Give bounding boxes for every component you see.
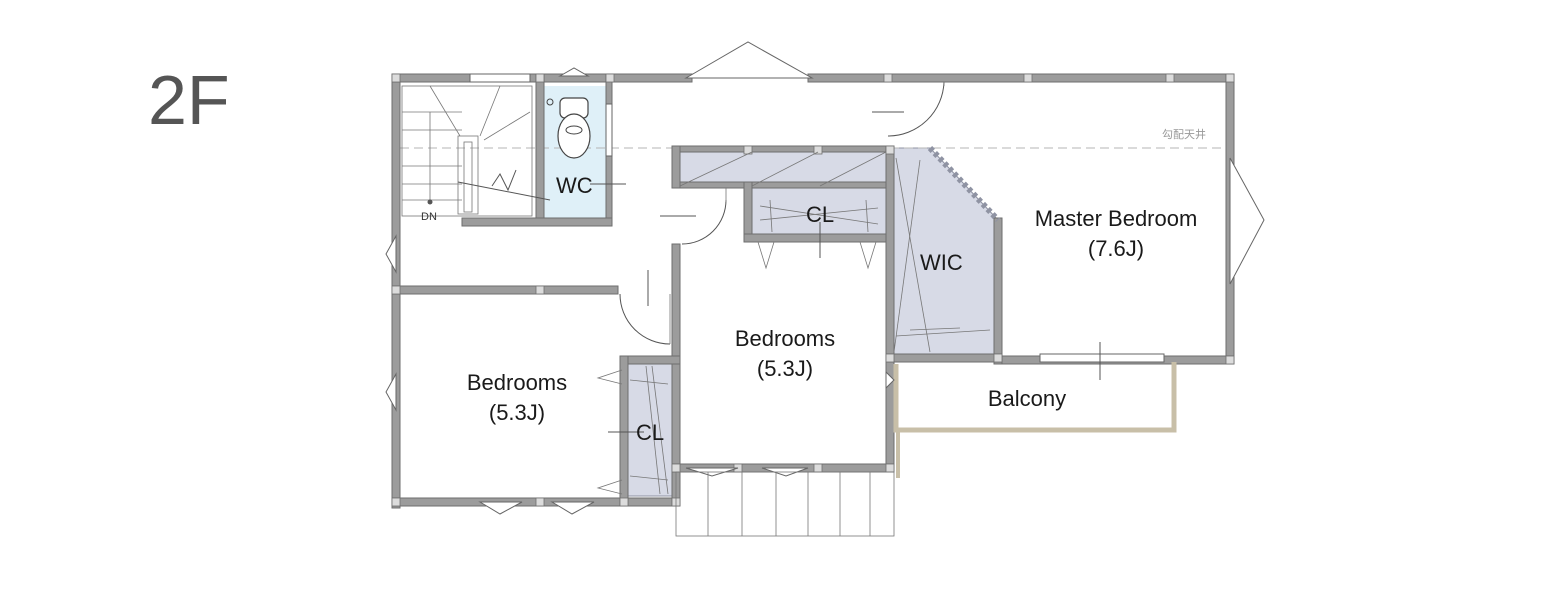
- room-label-wic: WIC: [920, 250, 963, 275]
- wall-closet-upper-south: [743, 233, 893, 243]
- wall-wic-angled: [927, 145, 1001, 223]
- wall-closet-lower-north: [619, 355, 681, 365]
- wall-stair-east: [535, 73, 545, 225]
- wall-hall-shelf: [671, 181, 893, 189]
- room-size-bedroom-center: (5.3J): [757, 356, 813, 381]
- closet-upper-hangers: [679, 151, 887, 270]
- closet-lower-hangers: [596, 365, 669, 495]
- room-label-closet-lower: CL: [636, 420, 664, 445]
- windows: [385, 41, 1265, 515]
- sloped-ceiling-label: 勾配天井: [1162, 127, 1206, 141]
- wall-bedroom-center-east: [885, 145, 895, 473]
- doors: [619, 81, 945, 345]
- room-label-balcony: Balcony: [988, 386, 1066, 411]
- wall-wic-east: [993, 217, 1003, 365]
- room-label-closet-upper: CL: [806, 202, 834, 227]
- room-label-bedroom-left: Bedrooms: [467, 370, 567, 395]
- wall-hall-shelf-west: [671, 145, 681, 189]
- fixture-ticks: [590, 111, 1101, 433]
- lower-deck: [675, 471, 895, 537]
- wall-stair-south: [461, 217, 613, 227]
- room-label-master-bedroom: Master Bedroom: [1035, 206, 1198, 231]
- wall-hall-north: [671, 145, 893, 153]
- hall-shelf-area: [679, 149, 887, 187]
- staircase: DN: [401, 85, 551, 223]
- floor-label: 2F: [148, 61, 230, 139]
- room-label-bedroom-center: Bedrooms: [735, 326, 835, 351]
- stair-direction-label: DN: [421, 211, 437, 223]
- room-label-wc: WC: [556, 173, 593, 198]
- wall-closet-lower-west: [619, 355, 629, 507]
- wic-hangers: [893, 157, 991, 353]
- room-size-master-bedroom: (7.6J): [1088, 236, 1144, 261]
- room-size-bedroom-left: (5.3J): [489, 400, 545, 425]
- balcony: [885, 362, 1177, 478]
- wall-closet-upper-west: [743, 181, 753, 243]
- toilet-icon: [546, 97, 591, 159]
- wall-bedroom-left-north: [391, 285, 619, 295]
- wall-wic-south: [885, 353, 1003, 363]
